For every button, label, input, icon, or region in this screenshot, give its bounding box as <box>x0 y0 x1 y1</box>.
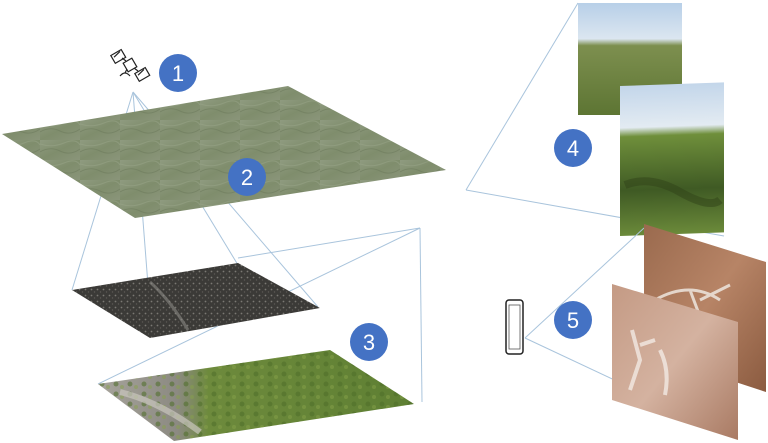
badge-3: 3 <box>350 323 388 361</box>
landscape-photo-2 <box>620 82 724 236</box>
badge-2: 2 <box>228 158 266 196</box>
satellite-icon <box>109 48 151 83</box>
high-resolution-surface-layer <box>72 263 320 338</box>
satellite-terrain-layer <box>2 86 446 218</box>
rock-art-photo-2 <box>612 284 738 440</box>
badge-4: 4 <box>554 129 592 167</box>
badge-3-label: 3 <box>363 330 375 355</box>
badge-1-label: 1 <box>172 61 184 86</box>
badge-5: 5 <box>554 301 592 339</box>
badge-2-label: 2 <box>241 165 253 190</box>
badge-5-label: 5 <box>567 308 579 333</box>
badge-1: 1 <box>159 54 197 92</box>
smartphone-icon <box>505 299 524 355</box>
badge-4-label: 4 <box>567 136 579 161</box>
